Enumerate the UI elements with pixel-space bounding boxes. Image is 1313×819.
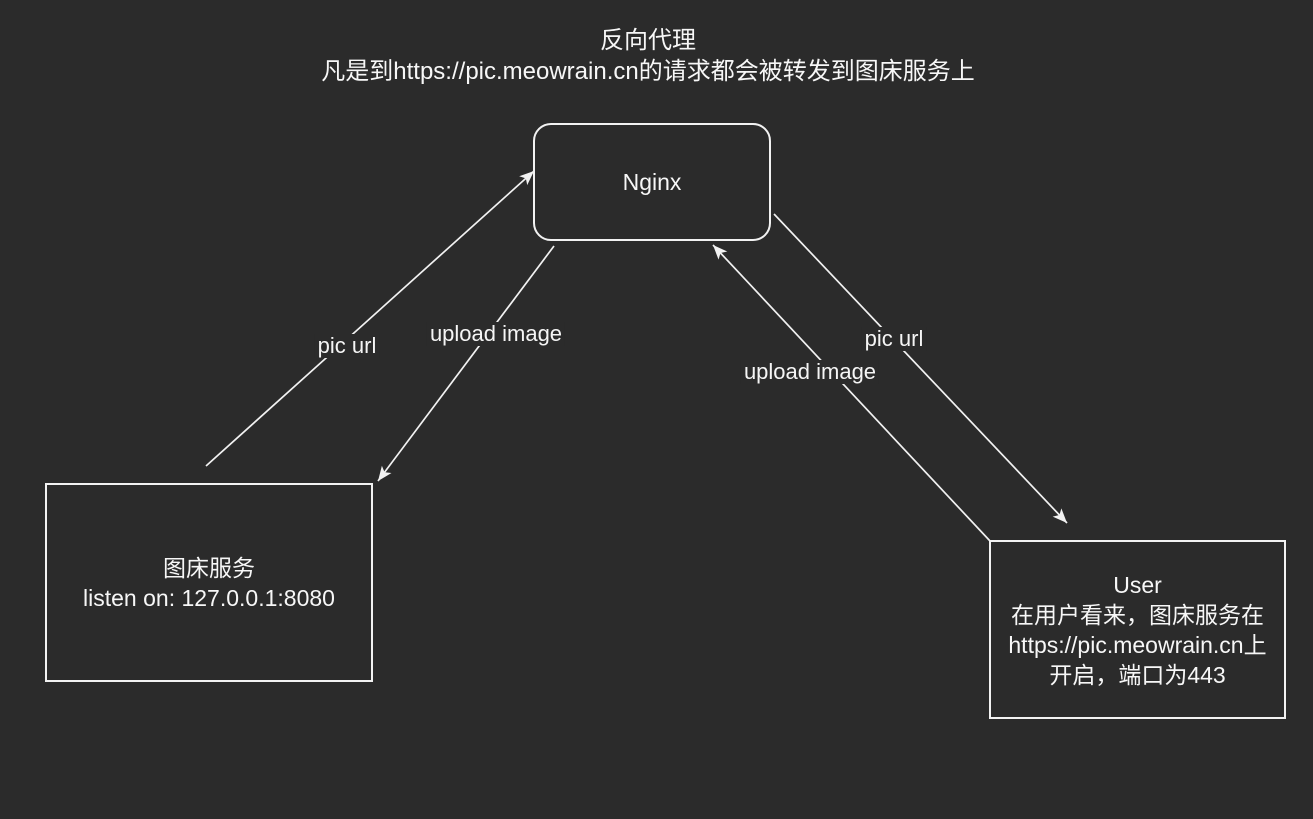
edge-upload-image-right: [712, 244, 991, 542]
user-title: User: [1113, 571, 1162, 598]
node-user: User 在用户看来，图床服务在 https://pic.meowrain.cn…: [989, 540, 1286, 719]
edge-pic-url-left: [205, 170, 535, 467]
user-desc-line-2: https://pic.meowrain.cn上: [1008, 631, 1267, 658]
edge-label-pic-url-left: pic url: [314, 334, 380, 358]
diagram-title: 反向代理 凡是到https://pic.meowrain.cn的请求都会被转发到…: [0, 25, 1296, 87]
image-bed-listen-address: listen on: 127.0.0.1:8080: [83, 584, 335, 611]
edge-label-upload-image-left: upload image: [426, 322, 566, 346]
image-bed-title: 图床服务: [163, 554, 255, 581]
edge-label-upload-image-right: upload image: [740, 360, 880, 384]
node-nginx: Nginx: [533, 123, 771, 241]
user-desc-line-3: 开启，端口为443: [1049, 661, 1226, 688]
title-line-1: 反向代理: [600, 27, 696, 54]
edge-label-pic-url-right: pic url: [861, 327, 927, 351]
node-image-bed-service: 图床服务 listen on: 127.0.0.1:8080: [45, 483, 373, 682]
edge-upload-image-left: [377, 245, 555, 482]
title-line-2: 凡是到https://pic.meowrain.cn的请求都会被转发到图床服务上: [321, 58, 975, 85]
user-desc-line-1: 在用户看来，图床服务在: [1011, 601, 1264, 628]
nginx-label: Nginx: [622, 169, 682, 195]
